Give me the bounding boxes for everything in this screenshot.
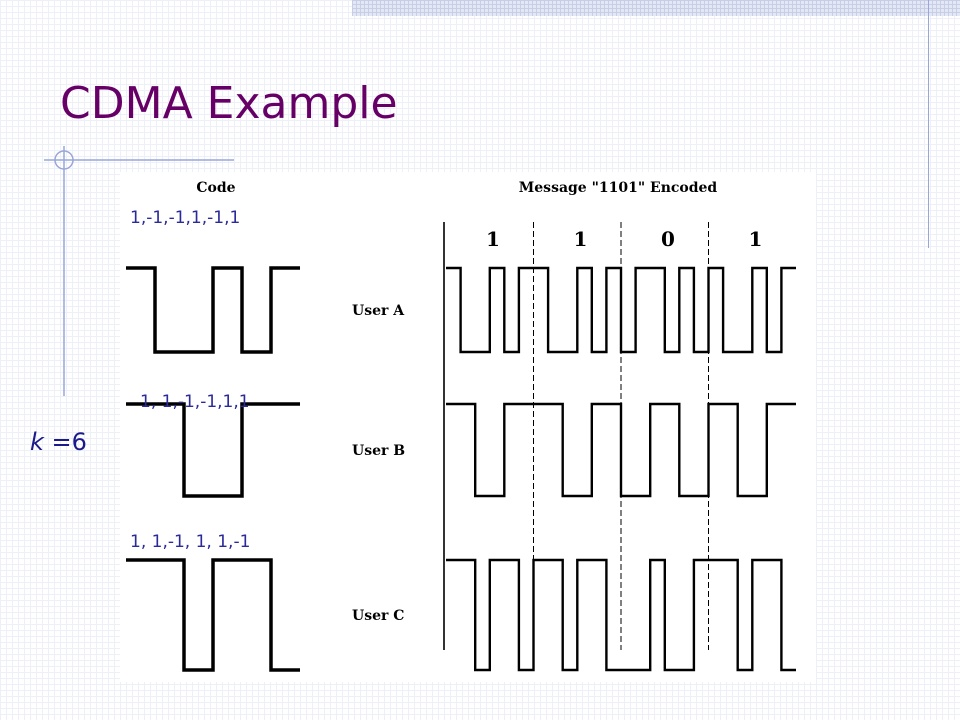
message-bit-label: 0 <box>661 227 675 251</box>
user-a-code-text: 1,-1,-1,1,-1,1 <box>130 208 241 228</box>
code-waveform <box>126 402 300 498</box>
k-label: k =6 <box>30 428 87 456</box>
code-header: Code <box>196 180 235 196</box>
encoded-waveforms <box>446 266 796 672</box>
user-c-code-text: 1, 1,-1, 1, 1,-1 <box>130 532 251 552</box>
message-bit-labels: 1 1 0 1 <box>486 227 762 251</box>
decorative-top-bar <box>352 0 960 16</box>
k-value: =6 <box>43 428 87 456</box>
message-bit-label: 1 <box>749 227 763 251</box>
user-label: User C <box>352 608 404 624</box>
message-header: Message "1101" Encoded <box>519 180 718 196</box>
user-b-code-text: 1, 1,-1,-1,1,1 <box>140 392 250 412</box>
user-label: User B <box>352 443 405 459</box>
encoded-waveform <box>446 558 796 672</box>
code-waveform <box>126 266 300 354</box>
k-variable: k <box>30 428 44 456</box>
user-label: User A <box>352 303 405 319</box>
encoded-waveform <box>446 266 796 354</box>
code-waveform <box>126 558 300 672</box>
decorative-crosshair <box>44 146 234 396</box>
code-waveforms <box>126 266 300 672</box>
encoded-waveform <box>446 402 796 498</box>
user-labels: User A User B User C <box>352 303 405 624</box>
message-bit-label: 1 <box>574 227 588 251</box>
decorative-vertical-line <box>928 0 929 248</box>
slide-title: CDMA Example <box>60 78 398 129</box>
message-bit-label: 1 <box>486 227 500 251</box>
